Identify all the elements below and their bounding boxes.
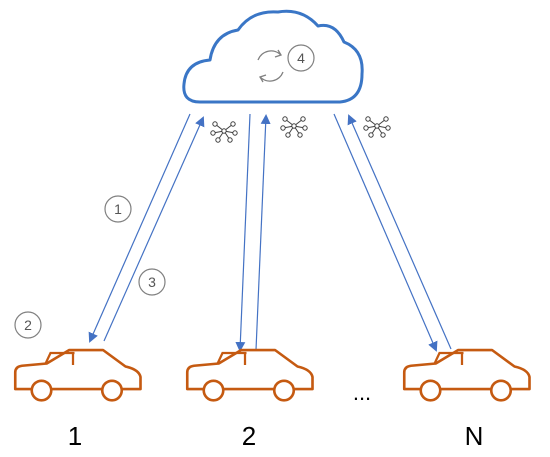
vehicle-1-label: 1 <box>68 421 82 451</box>
neural-network-icon <box>210 121 238 143</box>
car-icon <box>402 348 531 402</box>
step-3-marker: 3 <box>138 268 166 296</box>
arrow-car-n-to-cloud <box>347 114 452 350</box>
vehicle-2-label: 2 <box>242 421 256 451</box>
arrow-cloud-to-car-2 <box>235 113 251 352</box>
step-4-label: 4 <box>297 50 305 66</box>
cloud-icon <box>182 9 364 104</box>
arrow-cloud-to-car-n <box>333 113 438 352</box>
arrow-cloud-to-car-1 <box>88 113 191 343</box>
sync-icon <box>257 49 284 83</box>
step-3-label: 3 <box>148 274 156 290</box>
step-2-label: 2 <box>24 317 32 333</box>
step-1-label: 1 <box>114 201 122 217</box>
vehicle-n-label: N <box>465 421 484 451</box>
arrow-car-2-to-cloud <box>255 114 271 351</box>
step-2-marker: 2 <box>14 311 42 339</box>
step-4-marker: 4 <box>287 44 315 72</box>
step-1-marker: 1 <box>104 195 132 223</box>
ellipsis: ... <box>353 380 371 405</box>
car-icon <box>13 348 142 402</box>
neural-network-icon <box>280 116 308 138</box>
neural-network-icon <box>363 116 391 138</box>
car-icon <box>185 348 314 402</box>
arrow-car-1-to-cloud <box>103 116 205 342</box>
